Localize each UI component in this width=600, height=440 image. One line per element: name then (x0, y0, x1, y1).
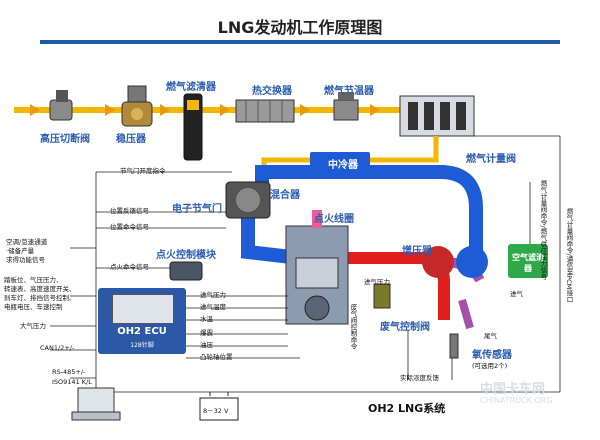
engine-cylinder-icon (285, 210, 349, 325)
electronic-throttle-icon (225, 181, 271, 219)
waste-gate-icon (373, 283, 391, 309)
intake-temp-label: 进气温度 (200, 303, 226, 311)
ignition-coil-label: 点火线圈 (314, 214, 354, 225)
electronic-throttle-label: 电子节气门 (172, 204, 222, 215)
cam-position-label: 凸轮轴位置 (200, 353, 233, 361)
gas-thermostat-icon (333, 92, 359, 121)
mixer-label: 混合器 (270, 190, 300, 201)
gas-filter-label: 燃气滤清器 (166, 82, 216, 93)
turbocharger-label: 增压器 (402, 246, 432, 257)
iso-label: ISO9141 K/L (52, 378, 92, 386)
ecu-block: OH2 ECU 128针脚 (98, 288, 186, 354)
regulator-label: 稳压器 (116, 134, 146, 145)
gas-thermostat-label: 燃气节温器 (324, 86, 374, 97)
oxygen-sensor-note: (可选用2个) (472, 362, 508, 370)
battery-icon (199, 397, 239, 421)
watermark-cn: 中国卡车网 (480, 382, 546, 397)
exhaust-label: 尾气 (484, 332, 497, 340)
intercooler-label: 中冷器 (328, 160, 358, 171)
rs485-label: RS-485+/- (52, 368, 86, 376)
input-group2-line2: 转速表、高度速度开关、 (4, 285, 76, 293)
air-filter-icon (508, 244, 548, 278)
watermark-en: CHINATRUCK.ORG (480, 396, 553, 405)
knock-label: 爆震 (200, 329, 213, 337)
ecu-chip-icon (112, 294, 174, 324)
waste-gate-label: 废气控制阀 (380, 322, 430, 333)
input-group1-line2: ·储备产量 (6, 247, 35, 255)
oil-pressure-label: 油压 (200, 341, 213, 349)
can-label: CAN1/2+/- (40, 344, 75, 352)
gas-metering-valve-label: 燃气计量阀 (466, 154, 516, 165)
right-vertical-label: 燃气计量阀命令/通信至PCM接口 (565, 208, 573, 303)
ignition-module-label: 点火控制模块 (156, 250, 216, 261)
actual-feedback-label: 实际浓度反馈 (400, 374, 439, 382)
input-group2-line3: 刹车灯、排挡信号控制、 (4, 294, 76, 302)
high-pressure-valve-label: 高压切断阀 (40, 134, 90, 145)
gas-meter-cmd-label: 燃气计量阀命令/燃气供应压力信号 (539, 180, 547, 280)
ignition-module-icon (169, 261, 203, 281)
atmospheric-label: 大气压力 (20, 322, 46, 330)
intake-manifold-pipe (241, 214, 301, 265)
turbocharger-icon (422, 246, 488, 278)
position-cmd-label: 位置命令信号 (110, 223, 149, 231)
oxygen-sensor-label: 氧传感器 (472, 350, 512, 361)
throttle-cmd-label: 节气门开度指令 (120, 167, 166, 175)
battery-voltage-label: 8－32 V (203, 407, 229, 415)
signal-wires (50, 135, 561, 393)
laptop-icon (71, 387, 121, 421)
input-group2-line4: 电瓶电压、车速控制 (4, 303, 63, 311)
intake-label: 进气 (510, 290, 523, 298)
intercooler-icon (310, 152, 370, 170)
waste-gate-cmd-label: 废气阀控制命令 (349, 304, 357, 350)
input-group2-line1: 踏板位、气压压力、 (4, 276, 63, 284)
gas-filter-icon (183, 93, 203, 161)
intake-pressure2-label: 进气压力 (364, 278, 390, 286)
diagram-title: LNG发动机工作原理图 (217, 18, 383, 37)
input-group1-line3: 求得功能信号 (6, 256, 45, 264)
input-group1-line1: 空调/怠速通道 (6, 238, 48, 246)
heat-exchanger-label: 热交换器 (252, 86, 292, 97)
footer-label: OH2 LNG系统 (368, 402, 446, 415)
heat-exchanger-icon (235, 99, 295, 123)
regulator-icon (121, 85, 153, 127)
oxygen-sensor-icon (449, 333, 459, 359)
air-filter-label: 空气滤清器 (512, 253, 544, 273)
position-feedback-label: 位置反馈信号 (110, 207, 149, 215)
intake-pipe (255, 165, 483, 262)
ignition-cmd-label: 点火命令信号 (110, 263, 149, 271)
water-temp-label: 水温 (200, 315, 213, 323)
ecu-pins: 128针脚 (130, 342, 154, 349)
tailpipe (458, 298, 474, 330)
ecu-name: OH2 ECU (117, 326, 167, 337)
high-pressure-valve-icon (49, 90, 73, 121)
title-underline (40, 40, 560, 44)
gas-metering-valve-icon (399, 95, 475, 137)
intake-pressure-label: 进气压力 (200, 291, 226, 299)
